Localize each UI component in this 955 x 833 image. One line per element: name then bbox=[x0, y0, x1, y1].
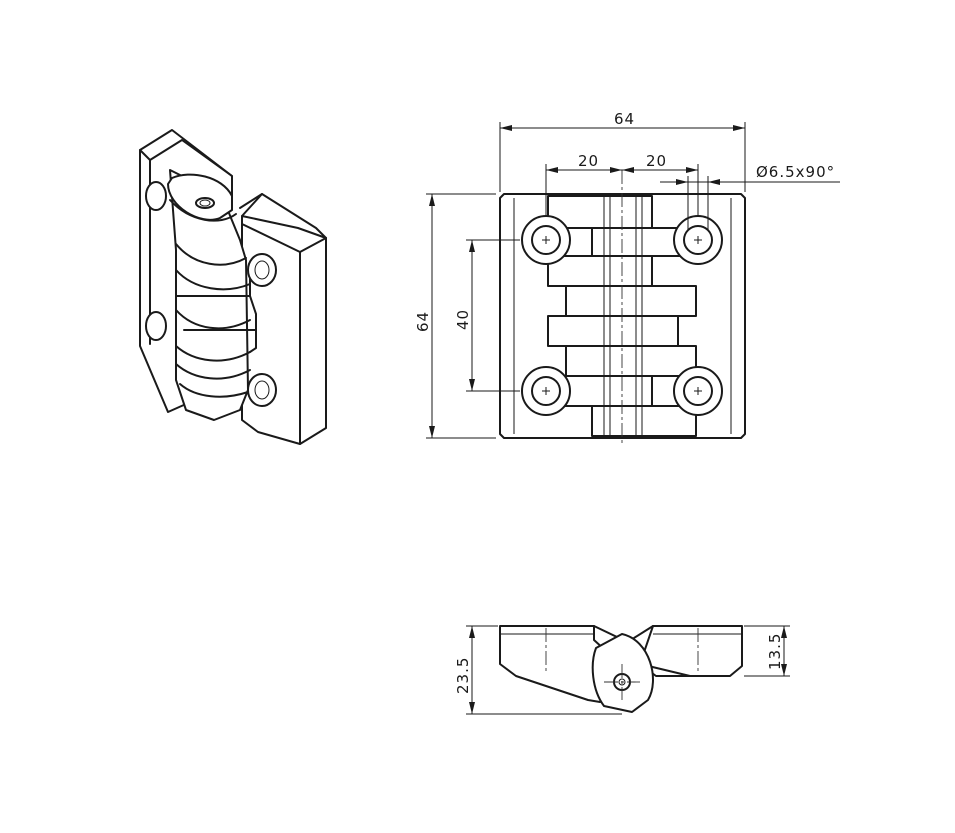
dimension-total-depth: 23.5 bbox=[454, 625, 622, 715]
dimension-outer-height: 64 bbox=[414, 193, 496, 439]
dimension-label-hole-pitch: 40 bbox=[454, 309, 472, 330]
dimension-label-countersink: Ø6.5x90° bbox=[756, 163, 835, 181]
dimension-label-top-width: 64 bbox=[614, 110, 635, 128]
dimension-countersink: Ø6.5x90° bbox=[660, 163, 840, 230]
dimension-label-spacing-left: 20 bbox=[578, 152, 599, 170]
hole-top-left bbox=[521, 215, 571, 265]
hole-bottom-right bbox=[673, 366, 723, 416]
dimension-hole-spacing: 20 20 bbox=[545, 152, 699, 216]
hole-bottom-left bbox=[521, 366, 571, 416]
dimension-leaf-thickness: 13.5 bbox=[744, 625, 790, 677]
side-view bbox=[499, 625, 743, 713]
hole-top-right bbox=[673, 215, 723, 265]
dimension-top-width: 64 bbox=[499, 110, 746, 192]
dimension-hole-pitch: 40 bbox=[454, 239, 520, 392]
isometric-view bbox=[139, 129, 327, 445]
dimension-label-leaf-thickness: 13.5 bbox=[766, 633, 784, 670]
dimension-label-outer-height: 64 bbox=[414, 311, 432, 332]
dimension-label-total-depth: 23.5 bbox=[454, 657, 472, 694]
front-view bbox=[499, 170, 746, 444]
dimension-label-spacing-right: 20 bbox=[646, 152, 667, 170]
